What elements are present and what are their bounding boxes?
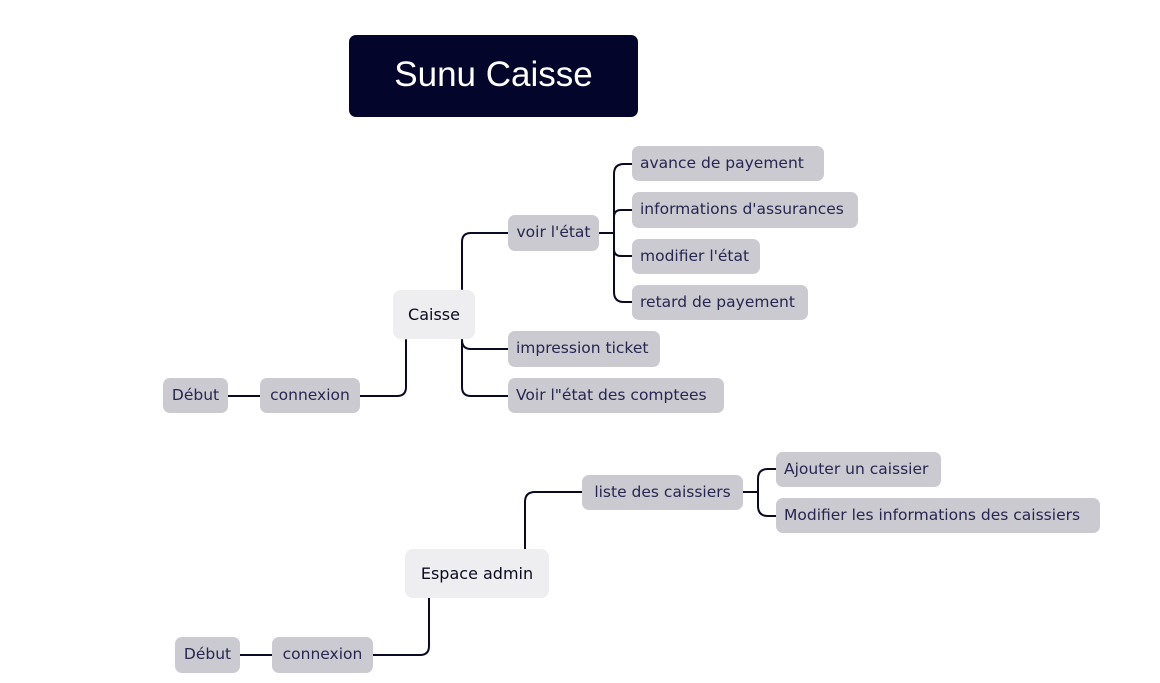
liste-caissiers-node: liste des caissiers: [582, 475, 743, 510]
impression-ticket-node: impression ticket: [508, 331, 660, 367]
informations-assurances-node: informations d'assurances: [632, 192, 858, 228]
diagram-title: Sunu Caisse: [349, 35, 638, 117]
connector-connexion-caisse: [359, 339, 407, 397]
connector-voir-etat-avance: [613, 163, 633, 303]
connector-voir-etat-modifier: [613, 248, 633, 257]
caisse-debut-node: Début: [163, 378, 228, 413]
connector-caisse-voir-comptes: [461, 339, 509, 397]
connector-caisse-impression: [461, 339, 509, 350]
ajouter-caissier-node: Ajouter un caissier: [776, 452, 941, 487]
admin-debut-node: Début: [175, 637, 240, 673]
connector-admin-connexion-espace: [372, 597, 430, 656]
connector-espace-liste: [524, 491, 583, 550]
caisse-connexion-node: connexion: [260, 378, 360, 413]
admin-connexion-node: connexion: [272, 637, 373, 673]
voir-etat-node: voir l'état: [508, 215, 599, 251]
caisse-center-node: Caisse: [393, 290, 475, 339]
connector-liste-children: [757, 468, 777, 517]
connector-voir-etat-informations: [613, 209, 633, 218]
modifier-informations-caissiers-node: Modifier les informations des caissiers: [776, 498, 1100, 533]
avance-payement-node: avance de payement: [632, 146, 824, 181]
retard-payement-node: retard de payement: [632, 285, 808, 320]
modifier-etat-node: modifier l'état: [632, 239, 760, 274]
connector-caisse-voir-etat: [461, 232, 509, 290]
voir-comptes-node: Voir l"état des comptees: [508, 378, 724, 413]
espace-admin-node: Espace admin: [405, 549, 549, 598]
